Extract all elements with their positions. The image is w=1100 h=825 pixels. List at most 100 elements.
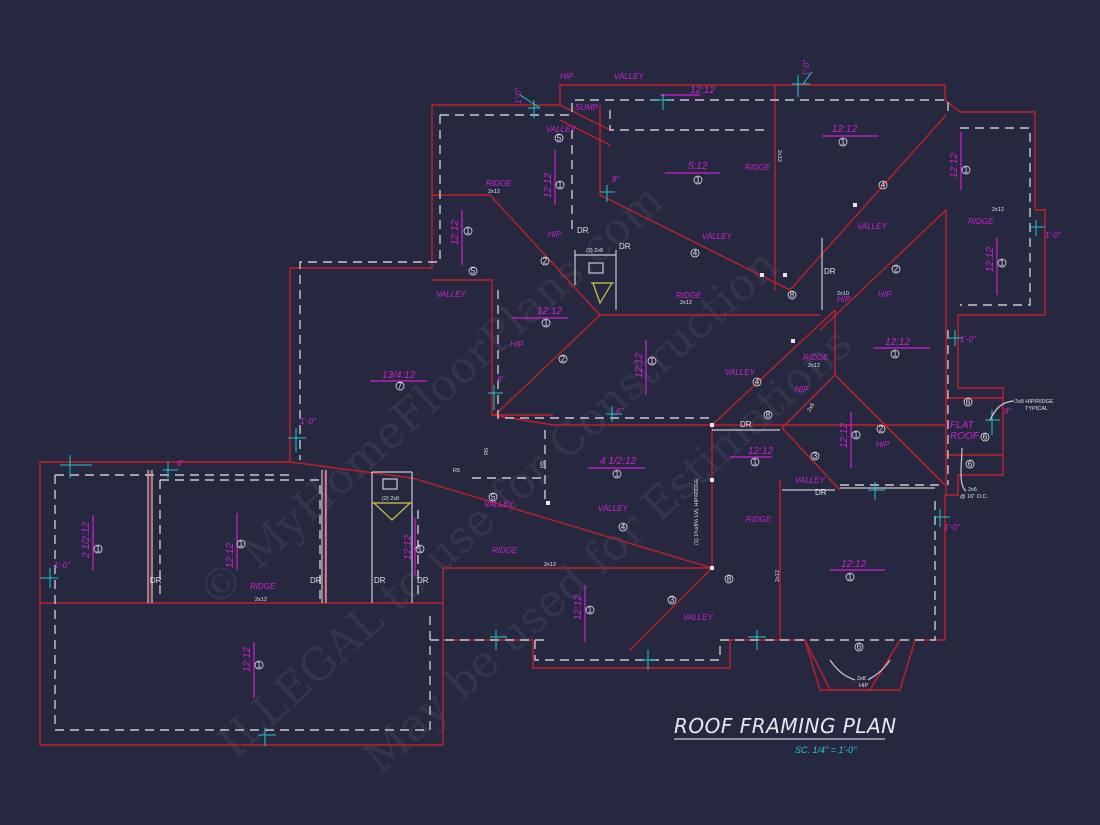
svg-text:RIDGE: RIDGE: [745, 163, 771, 172]
skylight-box-upper: [588, 262, 604, 274]
svg-text:1: 1: [588, 606, 593, 615]
svg-text:RIDGE: RIDGE: [492, 546, 518, 555]
svg-text:4 1/2:12: 4 1/2:12: [600, 456, 637, 467]
svg-text:VALLEY: VALLEY: [702, 232, 732, 241]
pitch-labels: 5:12 1 12:12 12:12 1 12:12 1 12:12 1 13/4:12…: [81, 85, 1007, 698]
svg-text:1: 1: [615, 470, 620, 479]
svg-text:HIP: HIP: [837, 295, 851, 304]
svg-text:DR: DR: [815, 488, 827, 497]
svg-text:5:12: 5:12: [688, 161, 708, 172]
svg-text:12:12: 12:12: [537, 306, 562, 317]
svg-text:8": 8": [612, 175, 620, 184]
svg-text:VALLEY: VALLEY: [857, 222, 887, 231]
svg-text:DR: DR: [740, 420, 752, 429]
svg-text:5: 5: [491, 493, 496, 502]
svg-text:2x6: 2x6: [968, 487, 977, 493]
svg-text:DR: DR: [374, 576, 386, 585]
svg-text:12:12: 12:12: [839, 423, 850, 448]
svg-text:4: 4: [881, 181, 886, 190]
svg-text:2x12: 2x12: [488, 189, 500, 195]
svg-text:4: 4: [621, 523, 626, 532]
svg-text:8: 8: [766, 411, 771, 420]
svg-text:8": 8": [497, 375, 505, 384]
pitch-12-12-mid: 12:12 1: [512, 306, 568, 328]
svg-text:1: 1: [854, 431, 859, 440]
svg-text:1: 1: [257, 661, 262, 670]
svg-text:12:12: 12:12: [841, 559, 866, 570]
svg-text:12:12: 12:12: [573, 595, 584, 620]
pitch-12-12-flat-side: 12:12 1: [839, 412, 861, 468]
svg-text:4: 4: [693, 249, 698, 258]
svg-text:12:12: 12:12: [634, 353, 645, 378]
svg-text:VALLEY: VALLEY: [546, 125, 576, 134]
pitch-12-12-bottom-left: 12:12 1: [242, 642, 264, 698]
svg-text:2: 2: [561, 355, 566, 364]
svg-text:2x10: 2x10: [837, 291, 849, 297]
svg-text:2x8 HIP/RIDGE: 2x8 HIP/RIDGE: [1015, 399, 1054, 405]
svg-text:RIDGE: RIDGE: [486, 179, 512, 188]
svg-text:(2) 2x8: (2) 2x8: [586, 248, 603, 254]
watermark: © MyHomeFloorPlans.com ILLEGAL to use fo…: [188, 174, 862, 783]
svg-text:13/4:12: 13/4:12: [382, 370, 416, 381]
svg-text:1'-0": 1'-0": [960, 335, 977, 344]
lvl-hip-ridge-note: (1) 1¾x9¼ LVL HIP/RIDGE: [694, 478, 700, 545]
svg-text:1: 1: [96, 545, 101, 554]
svg-text:2x12: 2x12: [255, 597, 267, 603]
svg-text:2: 2: [879, 425, 884, 434]
svg-text:12:12: 12:12: [450, 220, 461, 245]
pitch-12-12-top: 12:12: [660, 85, 715, 96]
dr-labels: DR DR DR DR DR DR DR DR DR: [150, 226, 836, 585]
svg-text:DR: DR: [150, 576, 162, 585]
svg-text:FLAT: FLAT: [950, 420, 975, 431]
svg-text:1: 1: [753, 458, 758, 467]
svg-text:12:12: 12:12: [690, 85, 715, 96]
svg-text:1: 1: [696, 176, 701, 185]
svg-text:1: 1: [544, 319, 549, 328]
svg-text:12:12: 12:12: [885, 337, 910, 348]
pitch-12-12-se: 12:12 1: [830, 559, 885, 582]
roof-edge-outline: [39, 84, 1046, 746]
svg-text:@ 16" O.C.: @ 16" O.C.: [960, 494, 988, 500]
svg-text:12:12: 12:12: [242, 647, 253, 672]
svg-text:8: 8: [727, 575, 732, 584]
svg-text:12:12: 12:12: [985, 247, 996, 272]
svg-text:2x12: 2x12: [776, 150, 782, 162]
svg-text:2x12: 2x12: [680, 300, 692, 306]
svg-text:HIP: HIP: [510, 340, 524, 349]
drawing-title: ROOF FRAMING PLAN: [674, 714, 897, 738]
svg-text:R5: R5: [540, 461, 546, 468]
wall-segments: [147, 238, 935, 603]
svg-text:1'-0": 1'-0": [514, 87, 523, 104]
overhang-markers: 1'-0" 1'-0" 1'-0" 1'-0" 1'-0" 1'-0" 1'-0…: [40, 59, 1062, 746]
svg-text:RIDGE: RIDGE: [968, 217, 994, 226]
svg-text:VALLEY: VALLEY: [614, 72, 644, 81]
svg-text:1: 1: [848, 573, 853, 582]
pitch-13-4-12: 13/4:127: [370, 370, 427, 391]
svg-text:R5: R5: [484, 448, 490, 455]
svg-text:2x12: 2x12: [544, 562, 556, 568]
svg-text:3: 3: [813, 452, 818, 461]
svg-text:2x12: 2x12: [775, 570, 781, 582]
svg-text:6": 6": [177, 459, 185, 468]
svg-text:ROOF: ROOF: [950, 431, 980, 442]
svg-text:2x8: 2x8: [857, 676, 866, 682]
pitch-4-1-2-12: 4 1/2:12 1: [588, 456, 645, 479]
svg-text:RIDGE: RIDGE: [803, 353, 829, 362]
svg-text:R5: R5: [453, 468, 460, 474]
svg-text:VALLEY: VALLEY: [598, 504, 628, 513]
svg-text:HIP: HIP: [560, 72, 574, 81]
svg-text:VALLEY: VALLEY: [436, 290, 466, 299]
svg-text:HIP: HIP: [878, 290, 892, 299]
connection-nodes: [546, 203, 857, 570]
svg-text:1'-0": 1'-0": [944, 523, 961, 532]
flat-roof-area: FLAT ROOF 2x8 HIP/RIDGE TYPICAL 2x6 @ 16…: [950, 399, 1054, 500]
svg-text:6: 6: [966, 398, 971, 407]
svg-text:5: 5: [557, 134, 562, 143]
